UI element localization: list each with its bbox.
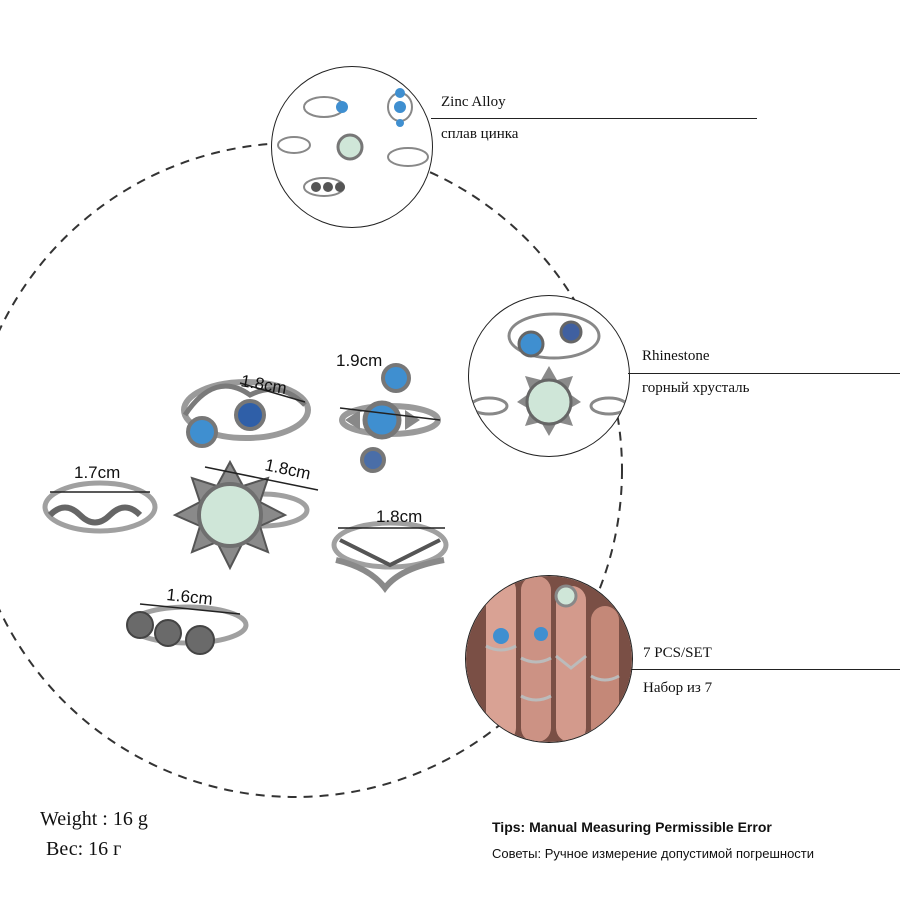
set-label-ru: Набор из 7	[643, 680, 713, 696]
ring-swirl	[42, 480, 158, 534]
stone-underline	[628, 373, 900, 374]
ring-flowers	[126, 603, 249, 655]
stone-label-en: Rhinestone	[642, 348, 710, 364]
stone-label-ru: горный хрусталь	[642, 380, 750, 396]
dim-ring-flowers: 1.6cm	[166, 585, 214, 609]
dim-ring-chevron: 1.8cm	[376, 507, 422, 526]
dim-ring-sun: 1.8cm	[263, 455, 312, 483]
material-underline	[431, 118, 757, 119]
stone-detail-circle	[468, 295, 630, 457]
material-detail-circle	[271, 66, 433, 228]
weight-label-en: Weight : 16 g	[40, 808, 148, 830]
ring-cross	[339, 363, 441, 473]
rhinestone-closeup-thumbnail	[469, 312, 629, 436]
ring-set-thumbnail	[277, 88, 429, 197]
hand-wearing-rings-photo	[466, 576, 632, 742]
ring-chevron	[331, 520, 449, 593]
material-label-ru: сплав цинка	[441, 126, 519, 142]
set-underline	[631, 669, 900, 670]
dim-ring-swirl: 1.7cm	[74, 463, 120, 482]
tips-title: Tips: Manual Measuring Permissible Error	[492, 819, 772, 835]
tips-subtitle: Советы: Ручное измерение допустимой погр…	[492, 846, 815, 861]
ring-sun	[172, 459, 319, 571]
weight-label-ru: Вес: 16 г	[46, 838, 122, 860]
set-label-en: 7 PCS/SET	[643, 645, 712, 661]
ring-eye	[181, 379, 311, 448]
dim-ring-cross: 1.9cm	[336, 351, 382, 370]
set-worn-circle	[465, 575, 633, 743]
material-label-en: Zinc Alloy	[441, 94, 506, 110]
